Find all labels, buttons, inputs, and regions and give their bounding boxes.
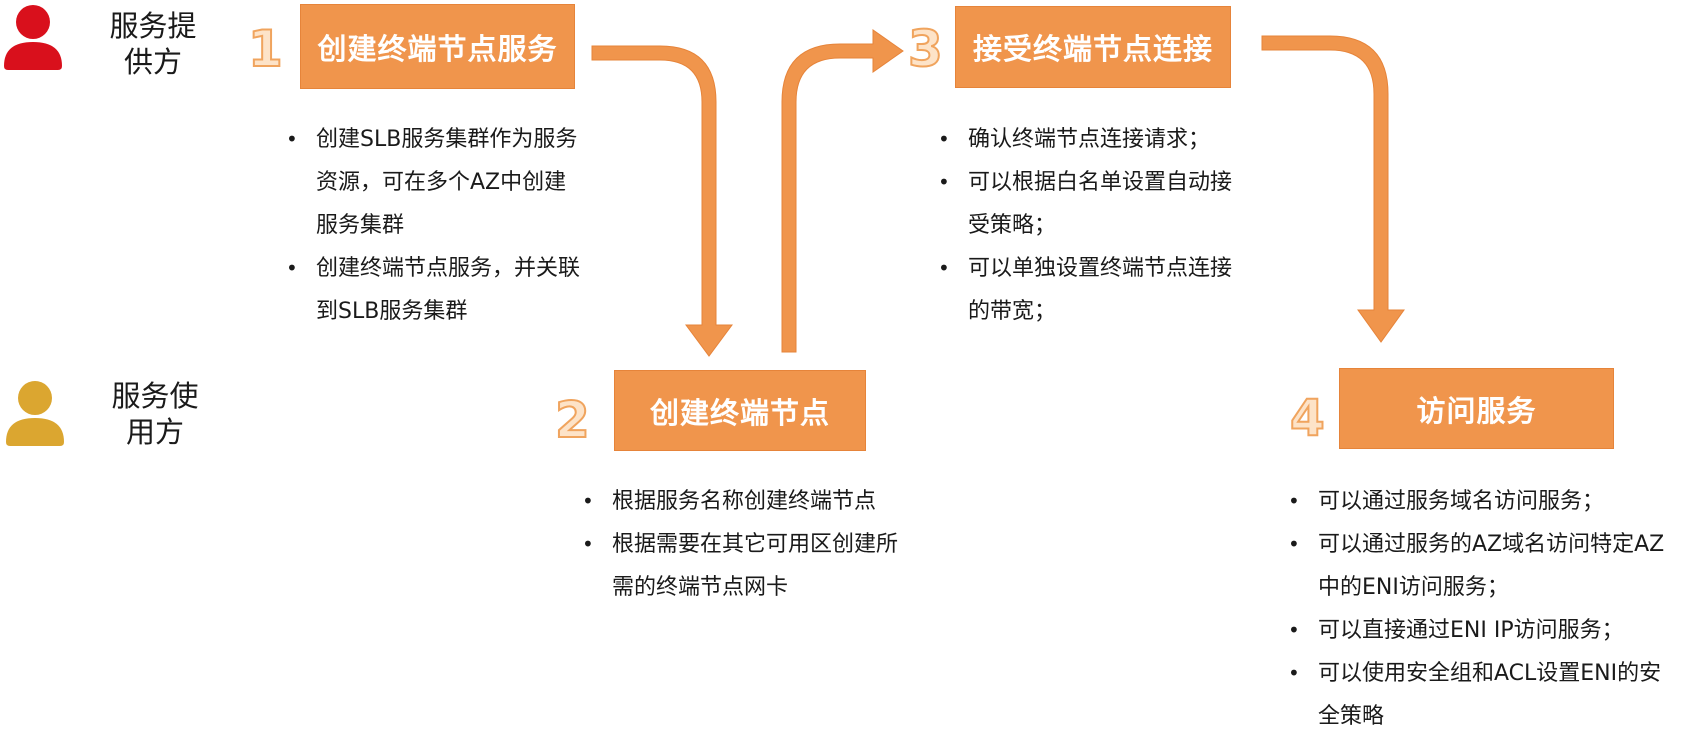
- step-3-box: 接受终端节点连接: [955, 6, 1231, 88]
- provider-user-icon: [4, 5, 62, 70]
- consumer-user-icon: [6, 381, 64, 446]
- step-4-number: 4: [1289, 389, 1326, 447]
- step-1-number: 1: [247, 20, 284, 78]
- provider-role-label: 服务提供方: [109, 9, 197, 79]
- step-3-bullet: 确认终端节点连接请求；: [938, 118, 1238, 161]
- step-4-bullet: 可以通过服务域名访问服务；: [1288, 480, 1683, 523]
- step-2-bullet: 根据需要在其它可用区创建所需的终端节点网卡: [582, 523, 912, 609]
- step-2-bullet: 根据服务名称创建终端节点: [582, 480, 912, 523]
- step-4-bullets: 可以通过服务域名访问服务； 可以通过服务的AZ域名访问特定AZ中的ENI访问服务…: [1288, 480, 1683, 738]
- step-2-bullets: 根据服务名称创建终端节点 根据需要在其它可用区创建所需的终端节点网卡: [582, 480, 912, 609]
- step-2-number: 2: [554, 391, 591, 449]
- step-1-bullet: 创建终端节点服务，并关联到SLB服务集群: [286, 247, 586, 333]
- step-4-bullet: 可以使用安全组和ACL设置ENI的安全策略: [1288, 652, 1683, 738]
- step-3-bullet: 可以根据白名单设置自动接受策略；: [938, 161, 1238, 247]
- step-1-bullets: 创建SLB服务集群作为服务资源，可在多个AZ中创建服务集群 创建终端节点服务，并…: [286, 118, 586, 333]
- step-2-box: 创建终端节点: [614, 370, 866, 451]
- arrow-step1-to-step2: [591, 45, 733, 357]
- consumer-role-label: 服务使用方: [111, 379, 199, 449]
- step-1-bullet: 创建SLB服务集群作为服务资源，可在多个AZ中创建服务集群: [286, 118, 586, 247]
- step-1-box: 创建终端节点服务: [300, 4, 575, 89]
- step-3-bullet: 可以单独设置终端节点连接的带宽；: [938, 247, 1238, 333]
- arrow-step3-to-step4: [1261, 35, 1405, 343]
- step-4-bullet: 可以通过服务的AZ域名访问特定AZ中的ENI访问服务；: [1288, 523, 1683, 609]
- step-3-bullets: 确认终端节点连接请求； 可以根据白名单设置自动接受策略； 可以单独设置终端节点连…: [938, 118, 1238, 333]
- step-4-bullet: 可以直接通过ENI IP访问服务；: [1288, 609, 1683, 652]
- step-3-number: 3: [907, 20, 944, 78]
- step-4-box: 访问服务: [1339, 368, 1614, 449]
- arrow-step2-to-step3: [781, 29, 904, 353]
